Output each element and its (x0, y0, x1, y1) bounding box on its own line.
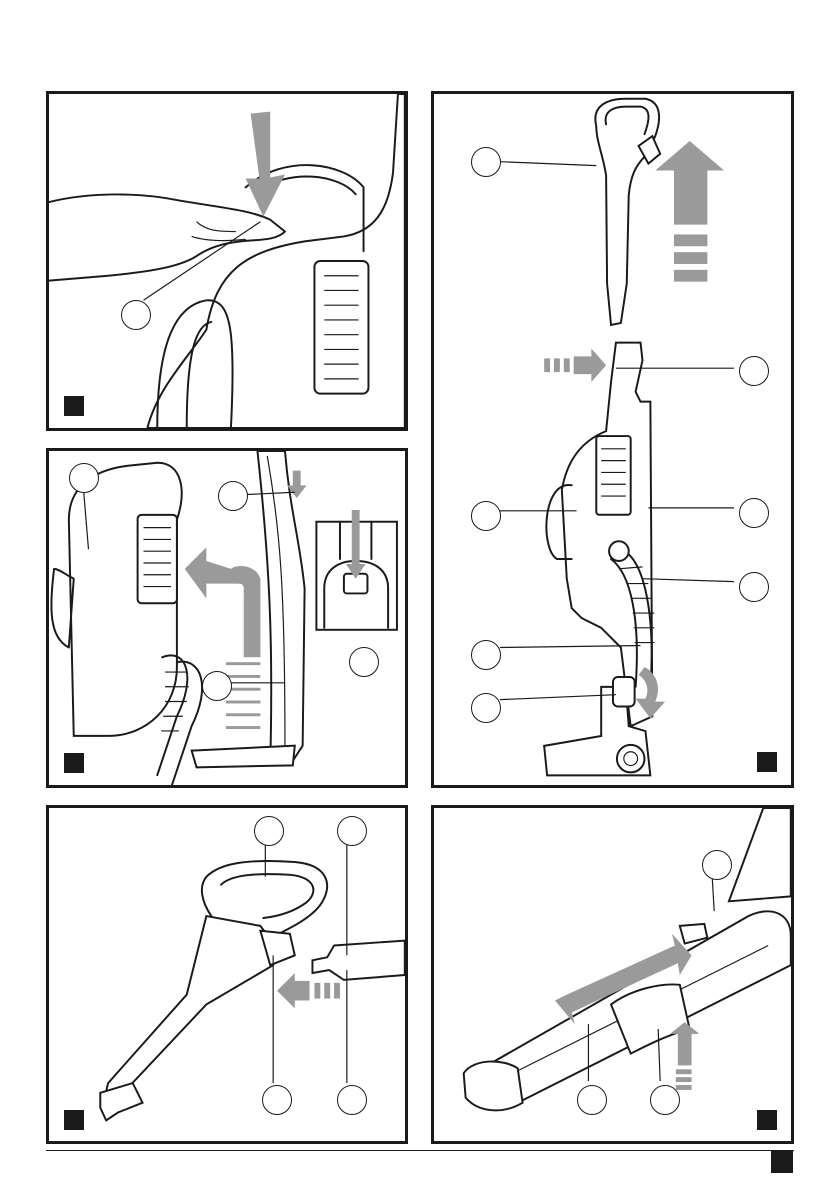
callout-4 (202, 671, 232, 701)
illustration-tube-extension (434, 808, 791, 1141)
callout-3 (650, 1085, 680, 1115)
figure-panel-4 (46, 805, 408, 1144)
callout-1 (254, 816, 284, 846)
callout-3 (262, 1085, 292, 1115)
callout-1 (702, 850, 732, 880)
callout-5 (739, 572, 769, 602)
figure-number (757, 1110, 777, 1130)
callout-1 (121, 300, 151, 330)
figure-panel-3 (431, 91, 794, 788)
callout-2 (337, 816, 367, 846)
callout-2 (577, 1085, 607, 1115)
page-number (771, 1151, 793, 1173)
illustration-release-button (49, 94, 405, 428)
footer-rule (46, 1150, 794, 1151)
callout-3 (471, 501, 501, 531)
figure-panel-2 (46, 448, 408, 788)
callout-7 (471, 693, 501, 723)
callout-1 (69, 463, 99, 493)
callout-6 (471, 640, 501, 670)
callout-1 (471, 147, 501, 177)
figure-number (64, 753, 84, 773)
figure-panel-5 (431, 805, 794, 1144)
callout-2 (218, 481, 248, 511)
illustration-exploded-view (434, 94, 791, 785)
figure-number (64, 396, 84, 416)
callout-4 (337, 1085, 367, 1115)
figure-number (757, 752, 777, 772)
callout-2 (739, 356, 769, 386)
callout-4 (739, 498, 769, 528)
figure-number (64, 1110, 84, 1130)
figure-panel-1 (46, 91, 408, 431)
callout-3 (349, 647, 379, 677)
